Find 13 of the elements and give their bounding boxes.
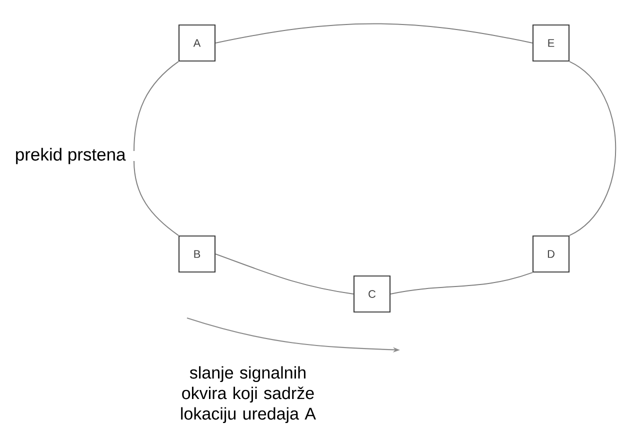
node-box: E: [532, 24, 570, 62]
ring-line: [569, 61, 616, 236]
ring-line: [390, 272, 533, 294]
caption-text: slanje signalnih okvira koji sadrže lokaciju uredaja A: [181, 366, 316, 424]
break-label: prekid prstena: [16, 148, 126, 164]
ring-line: [134, 61, 179, 152]
ring-line: [215, 23, 533, 44]
ring-line: [134, 160, 179, 236]
ring-line: [215, 254, 354, 294]
node-box: D: [532, 235, 570, 273]
node-box: A: [178, 24, 216, 62]
node-box: B: [178, 235, 216, 273]
node-box: C: [353, 275, 391, 313]
